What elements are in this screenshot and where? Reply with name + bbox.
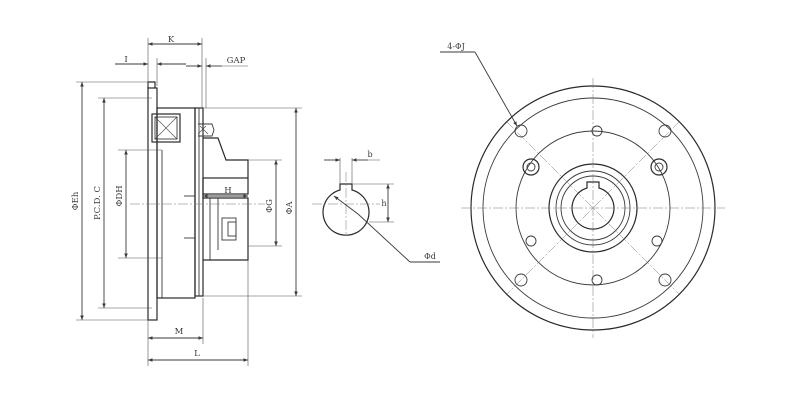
label-L: L (194, 349, 200, 359)
keyway-detail-view: b h Φd (312, 150, 440, 263)
label-h: h (381, 199, 386, 208)
label-b: b (367, 150, 372, 159)
front-view: 4-ΦJ (440, 42, 725, 338)
label-d: Φd (424, 252, 436, 261)
label-PCD: P.C.D. C (93, 186, 103, 220)
label-G: ΦG (265, 199, 275, 213)
side-section-view: K I GAP ΦEh P.C.D. C ΦDH H ΦG (71, 35, 302, 366)
label-DH: ΦDH (115, 185, 125, 206)
label-I: I (124, 55, 127, 65)
label-GAP: GAP (227, 56, 246, 66)
label-A: ΦA (285, 201, 295, 215)
label-M: M (175, 327, 184, 337)
label-K: K (168, 35, 175, 45)
label-H: H (224, 186, 231, 196)
label-Eh: ΦEh (71, 191, 81, 210)
label-J: 4-ΦJ (447, 42, 465, 51)
